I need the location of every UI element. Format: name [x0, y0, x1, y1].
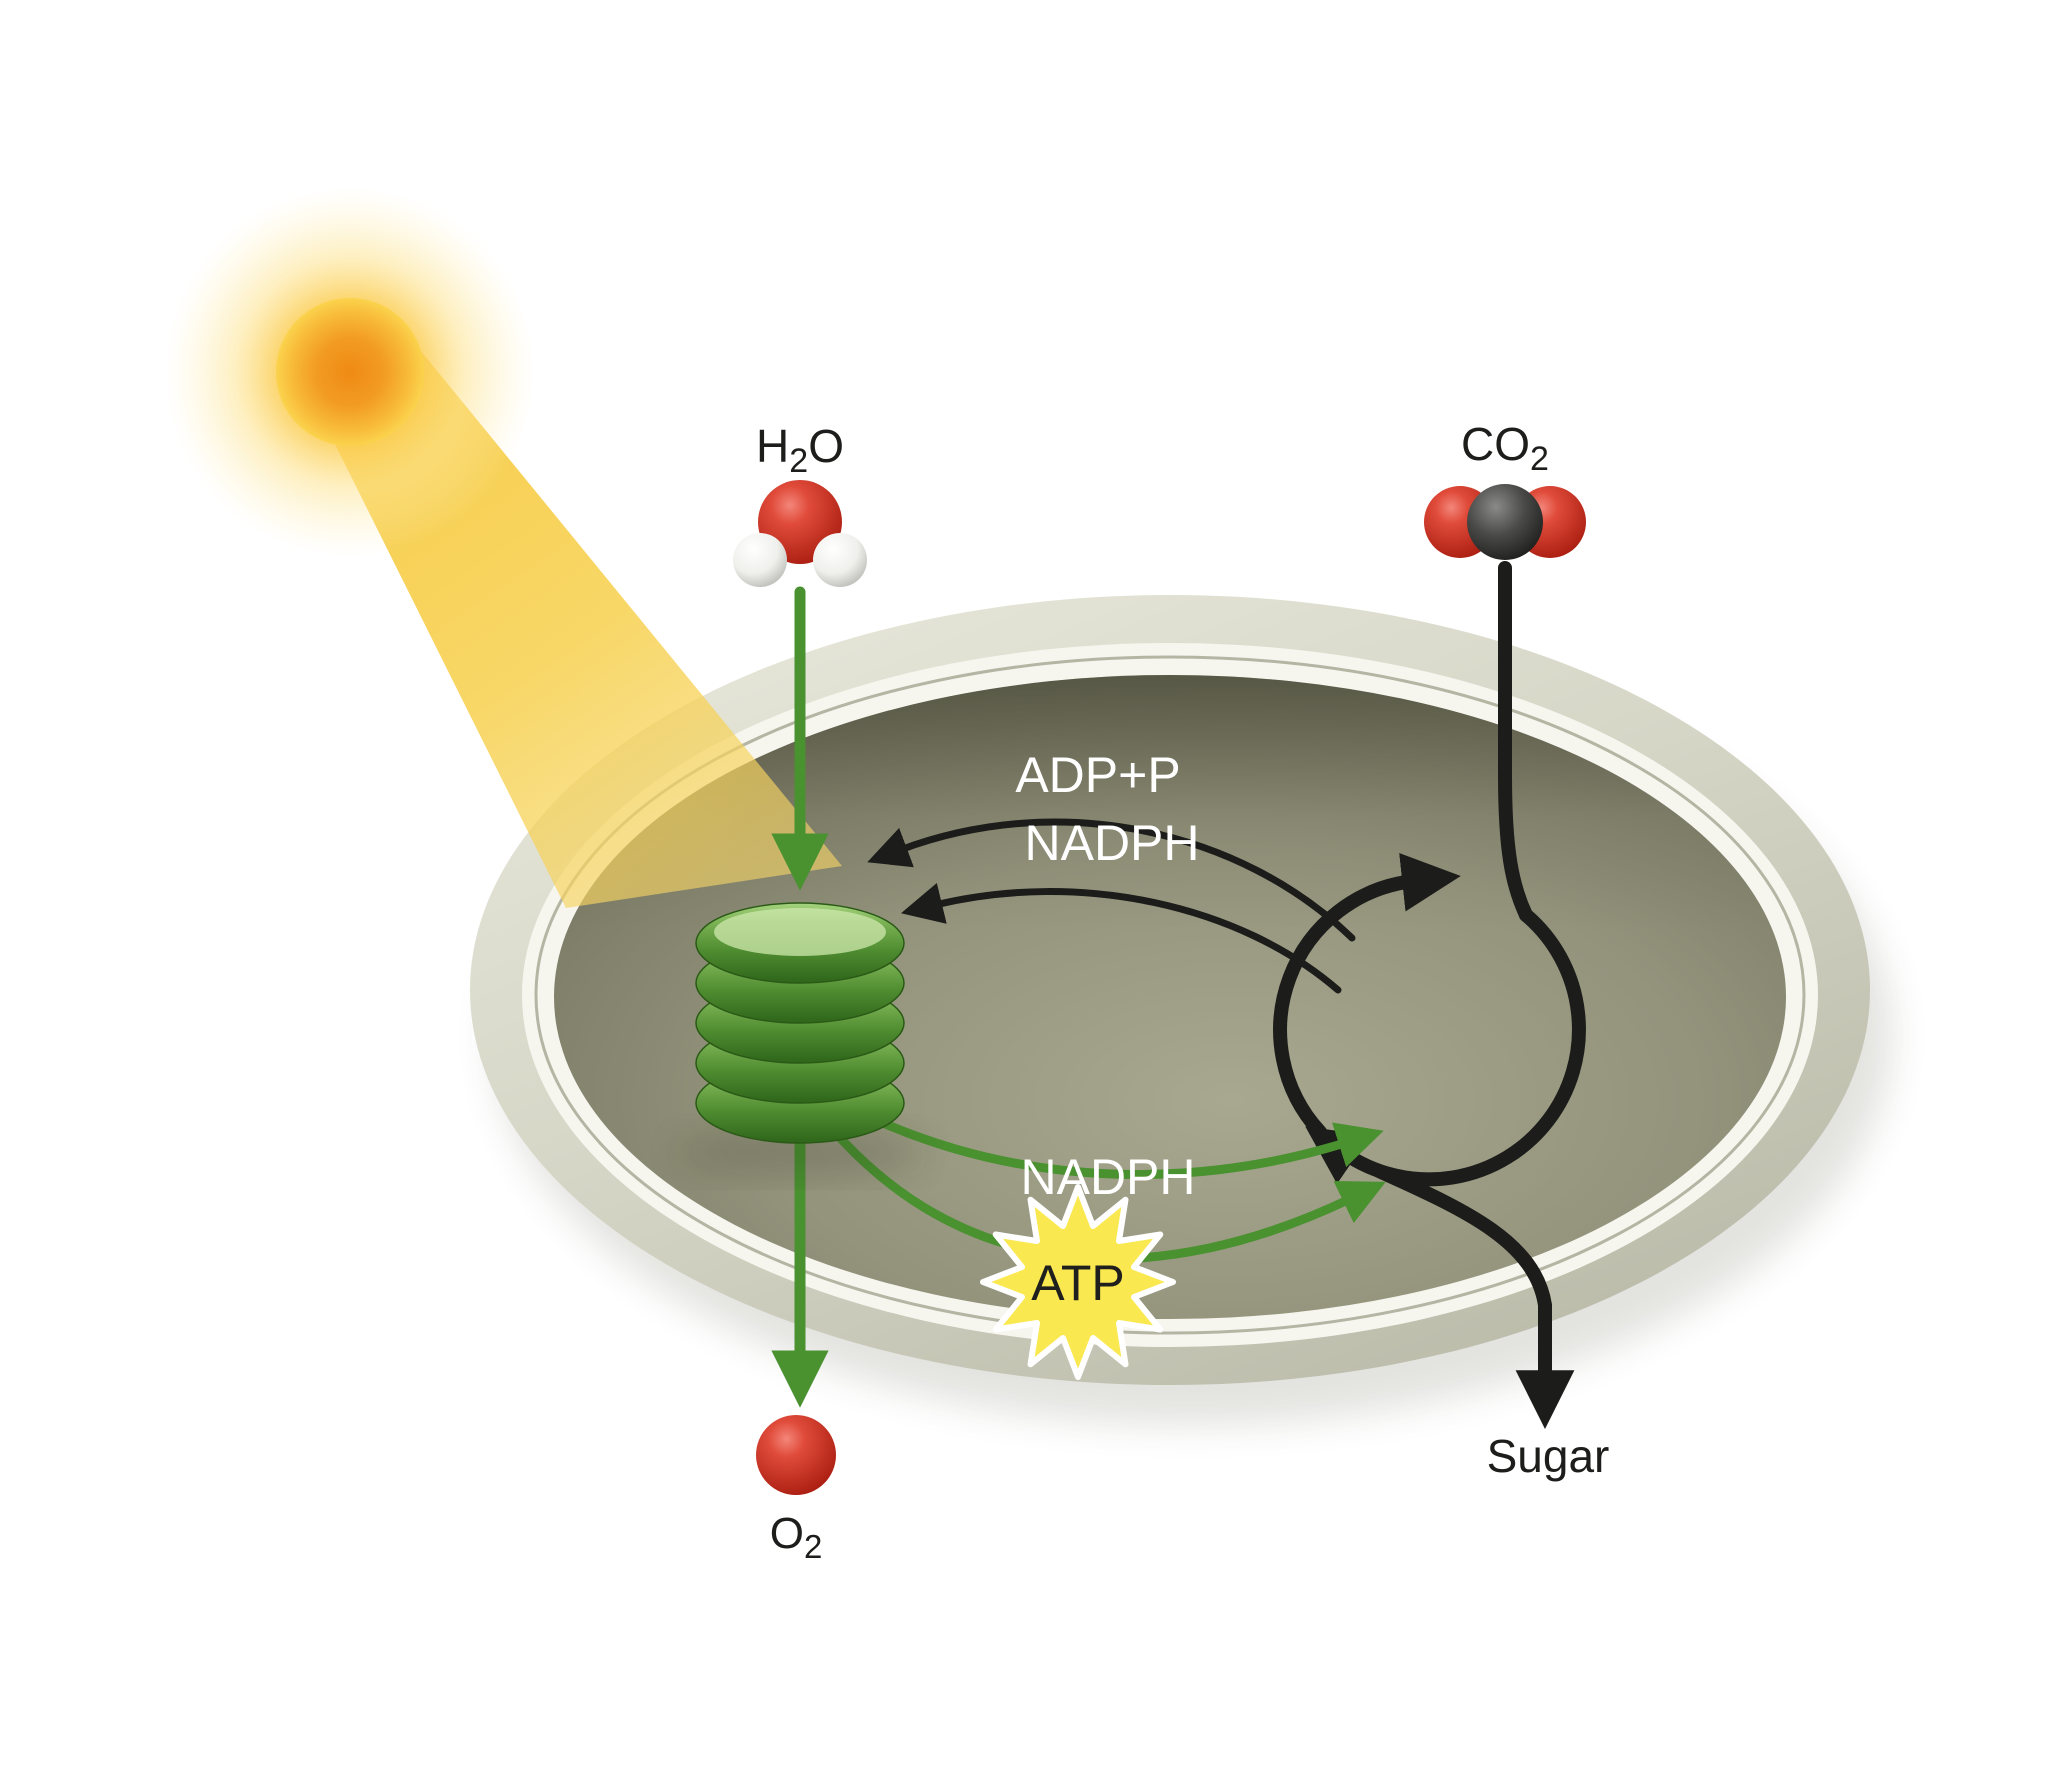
oxygen-atom	[756, 1415, 836, 1495]
chloroplast-inner-membrane	[534, 655, 1806, 1335]
nadph-return-label: NADPH	[1024, 815, 1199, 871]
calvin-cycle-left-arc	[1273, 853, 1461, 1139]
oxygen-molecule	[756, 1415, 836, 1495]
nadph-supply-arrow	[827, 1093, 1384, 1179]
granum-stack	[675, 902, 925, 1176]
co2-molecule	[1424, 484, 1586, 560]
h2o-label-main: H	[756, 420, 789, 472]
nadph-return-arrow	[900, 882, 1342, 994]
hydrogen-atom	[813, 533, 867, 587]
adp-p-label: ADP+P	[1015, 747, 1180, 803]
o2-label-main: O	[770, 1509, 804, 1558]
h2o-label: H2O	[756, 420, 844, 480]
co2-label-main: CO	[1461, 418, 1530, 470]
sun-core	[276, 298, 424, 446]
co2-input-path	[1498, 561, 1533, 922]
atp-star	[980, 1184, 1176, 1380]
adp-p-return-arrow	[867, 818, 1356, 942]
sun	[165, 187, 842, 908]
sugar-output-arrow	[1372, 1164, 1575, 1430]
atp-starburst	[980, 1184, 1176, 1380]
co2-label: CO2	[1461, 418, 1549, 478]
calvin-cycle	[867, 561, 1586, 1430]
h2o-label-tail: O	[808, 420, 844, 472]
co2-label-sub: 2	[1530, 440, 1549, 478]
granum-shadow	[675, 1128, 925, 1176]
sugar-label: Sugar	[1487, 1430, 1610, 1482]
h2o-label-sub: 2	[789, 442, 808, 480]
nadph-supply-label: NADPH	[1020, 1149, 1195, 1205]
water-molecule	[733, 480, 867, 587]
atp-label: ATP	[1031, 1255, 1125, 1311]
carbon-atom	[1467, 484, 1543, 560]
thylakoid-top-highlight	[714, 908, 886, 956]
o2-label: O2	[770, 1509, 823, 1565]
o2-label-sub: 2	[804, 1528, 822, 1565]
hydrogen-atom	[733, 533, 787, 587]
